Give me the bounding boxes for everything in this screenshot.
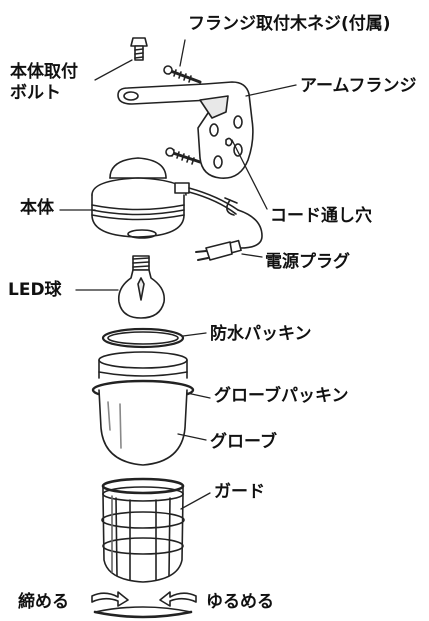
leader-lines	[59, 39, 297, 510]
power-plug-part	[195, 209, 263, 261]
waterproof-ring-part	[101, 327, 185, 349]
body-bolt-part	[130, 37, 148, 61]
lower-screw-part	[165, 147, 202, 165]
label-cord-hole: コード通し穴	[270, 206, 372, 226]
label-waterproof-packing: 防水パッキン	[210, 324, 312, 344]
label-globe-packing: グローブパッキン	[214, 386, 349, 406]
label-body-bolt-1: 本体取付	[10, 62, 78, 82]
label-arm-flange: アームフランジ	[300, 76, 417, 96]
upper-screw-part	[163, 65, 202, 84]
label-globe: グローブ	[210, 432, 277, 452]
label-loosen: ゆるめる	[206, 592, 274, 612]
label-led-bulb: LED球	[8, 280, 62, 300]
led-bulb-part	[117, 255, 166, 319]
rotation-arrows	[91, 591, 197, 619]
body-part	[91, 157, 239, 239]
label-flange-screw: フランジ取付木ネジ(付属)	[188, 14, 391, 34]
label-tighten: 締める	[18, 592, 69, 612]
label-power-plug: 電源プラグ	[265, 252, 350, 272]
globe-part	[91, 351, 195, 466]
guard-part	[101, 477, 185, 583]
label-guard: ガード	[214, 482, 265, 502]
label-body: 本体	[20, 198, 54, 218]
label-body-bolt-2: ボルト	[10, 83, 61, 103]
